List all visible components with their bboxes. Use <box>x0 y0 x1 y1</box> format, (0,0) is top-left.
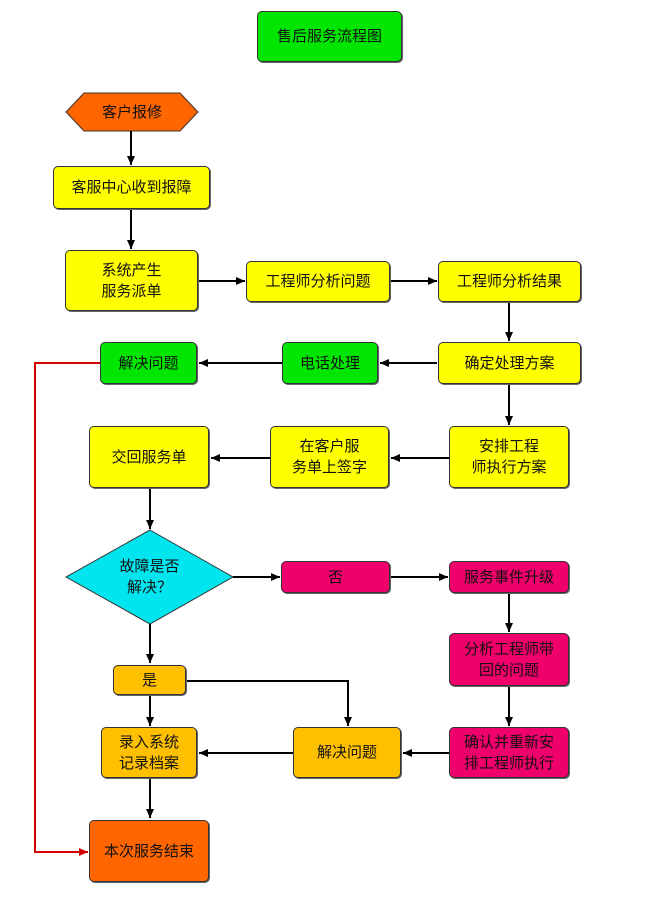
node-escalate: 服务事件升级 <box>449 561 569 593</box>
decision-diamond <box>64 529 235 625</box>
node-dispatch: 系统产生 服务派单 <box>65 250 198 311</box>
node-confirm-rearrange: 确认并重新安 排工程师执行 <box>449 727 569 778</box>
connector-yes-to-solve <box>186 680 352 726</box>
node-phone-handle: 电话处理 <box>282 342 378 384</box>
node-engineer-result: 工程师分析结果 <box>438 261 581 302</box>
node-yes: 是 <box>113 665 186 695</box>
node-analyze-returned: 分析工程师带 回的问题 <box>449 633 569 686</box>
node-solve-top: 解决问题 <box>100 342 197 384</box>
node-return-order: 交回服务单 <box>89 426 209 488</box>
connector-solve-to-end-red <box>34 362 100 856</box>
node-arrange-engineer: 安排工程 师执行方案 <box>449 426 569 488</box>
start-hexagon <box>65 92 199 132</box>
node-service-center: 客服中心收到报障 <box>53 166 210 209</box>
node-record: 录入系统 记录档案 <box>101 727 197 778</box>
node-no: 否 <box>281 561 390 593</box>
diagram-title: 售后服务流程图 <box>257 11 402 62</box>
node-decide-plan: 确定处理方案 <box>438 342 581 384</box>
node-solve-bottom: 解决问题 <box>293 727 401 778</box>
node-end: 本次服务结束 <box>89 820 209 882</box>
node-customer-sign: 在客户服 务单上签字 <box>270 426 389 488</box>
node-engineer-analyze: 工程师分析问题 <box>246 261 390 302</box>
